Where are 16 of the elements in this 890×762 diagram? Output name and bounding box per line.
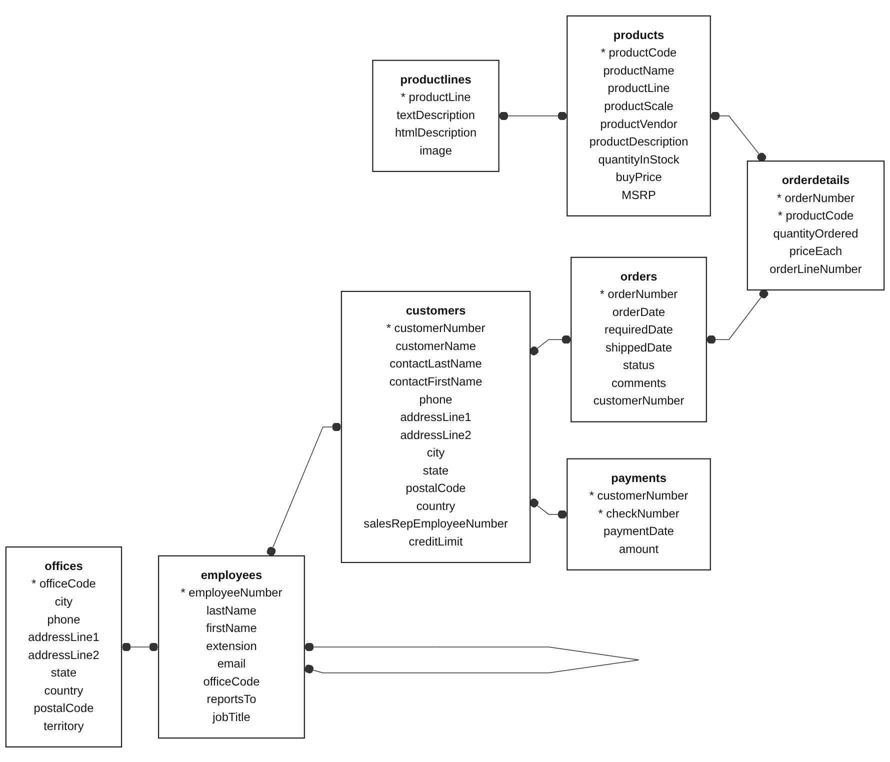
connector [530,334,572,355]
connector [706,288,768,344]
node-box: productlines * productLine textDescription htmlDescription image [372,59,500,172]
connector [121,642,159,651]
node-box: customers * customerNumber customerName contactLastName contactFirstName phone addressLine1 addressLine2 city state postalCode country salesRepEmployeeNumber creditLimit [340,290,531,563]
connector [498,111,568,120]
node-box: offices * officeCode city phone addressLine1 addressLine2 state country postalCode territory [5,546,122,748]
connector [266,422,342,556]
node-box: orderdetails * orderNumber * productCode quantityOrdered priceEach orderLineNumber [746,160,885,290]
connector [710,111,766,162]
node-box: orders * orderNumber orderDate requiredDate shippedDate status comments customerNumber [570,256,707,422]
connector [304,642,640,674]
node-box: employees * employeeNumber lastName firstName extension email officeCode reportsTo jobTitle [158,554,305,738]
connector [530,498,568,518]
node-box: products * productCode productName productLine productScale productVendor productDescription quantityInStock buyPrice MSRP [566,14,711,216]
node-box: payments * customerNumber * checkNumber paymentDate amount [566,458,711,570]
